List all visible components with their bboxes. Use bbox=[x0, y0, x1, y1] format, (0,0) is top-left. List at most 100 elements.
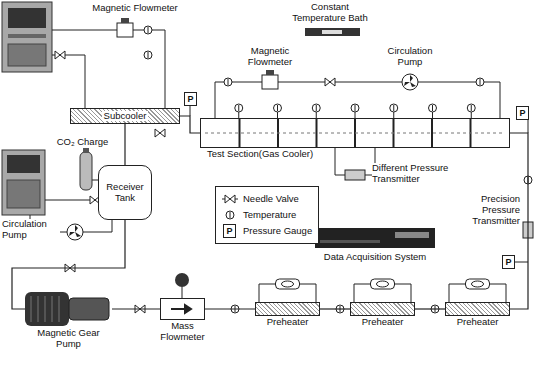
subcooler-box: Subcooler bbox=[70, 108, 180, 124]
bath-display bbox=[322, 30, 342, 34]
cell-divider bbox=[431, 119, 433, 147]
temperature-sensor-mark bbox=[228, 79, 229, 85]
pump-head bbox=[69, 298, 109, 320]
wattmeter-dial bbox=[282, 281, 294, 287]
pipe-connector bbox=[124, 124, 125, 165]
needle-valve-symbol bbox=[325, 78, 335, 86]
pipe-connector bbox=[415, 308, 445, 309]
text-holder: Receiver Tank bbox=[102, 182, 148, 204]
wattmeter-symbol bbox=[371, 279, 395, 289]
motor-fin bbox=[38, 296, 39, 322]
node-label: Preheater bbox=[253, 317, 323, 328]
legend-box: Needle ValveTemperaturePPressure Gauge bbox=[215, 186, 319, 244]
coolant-line bbox=[52, 30, 165, 108]
tube-centerline bbox=[205, 133, 505, 134]
coolant-line bbox=[83, 220, 112, 232]
temperature-sensor-mark bbox=[277, 105, 278, 111]
legend-symbol: P bbox=[222, 224, 238, 238]
text-holder: Subcooler bbox=[102, 111, 149, 122]
temperature-sensor bbox=[476, 78, 484, 86]
chiller-panel bbox=[8, 44, 46, 66]
gear-pump: Magnetic Gear Pump bbox=[25, 292, 112, 326]
caption-holder: Preheater bbox=[443, 317, 513, 328]
component-label: Different Pressure Transmitter bbox=[372, 163, 492, 185]
component-label: Data Acquisition System bbox=[305, 252, 445, 263]
temperature-sensor bbox=[351, 104, 359, 112]
chiller-panel bbox=[7, 180, 40, 208]
motor-fin bbox=[52, 296, 53, 322]
legend-row: Needle Valve bbox=[222, 191, 312, 207]
daq-panel bbox=[320, 240, 380, 243]
node-label: Preheater bbox=[348, 317, 418, 328]
wattmeter-group bbox=[259, 279, 506, 302]
gauge-tap bbox=[515, 262, 528, 263]
gear-pump-illustration bbox=[25, 292, 112, 326]
cell-divider bbox=[239, 119, 241, 147]
legend-symbol-art bbox=[222, 208, 238, 222]
pipe-connector bbox=[320, 308, 350, 309]
preheater-box: Preheater bbox=[255, 302, 320, 316]
temperature-sensor bbox=[429, 104, 437, 112]
legend-symbol bbox=[222, 208, 238, 222]
cell-dividers bbox=[201, 119, 509, 147]
pressure-gauge-symbol: P bbox=[184, 92, 197, 106]
caption-holder: Test Section(Gas Cooler) bbox=[207, 149, 313, 160]
wattmeter-symbol bbox=[466, 279, 490, 289]
gauge-tap bbox=[528, 120, 529, 133]
node-label: Magnetic Gear Pump bbox=[29, 328, 109, 350]
flow-indicator bbox=[175, 273, 189, 287]
mass-flowmeter-box: Mass Flowmeter bbox=[160, 298, 205, 320]
temperature-sensor-mark bbox=[355, 105, 356, 111]
component-label: Circulation Pump bbox=[2, 219, 60, 241]
pump-blades bbox=[69, 225, 81, 237]
temperature-sensor-mark bbox=[238, 105, 239, 111]
node-label: Test Section(Gas Cooler) bbox=[207, 149, 313, 160]
legend-row: Temperature bbox=[222, 207, 312, 223]
motor-fin bbox=[31, 296, 32, 322]
component-label: CO₂ Charge bbox=[55, 137, 110, 148]
temperature-sensor-mark bbox=[148, 27, 149, 33]
pressure-gauge-symbol: P bbox=[516, 106, 529, 120]
wattmeter-symbol bbox=[276, 279, 300, 289]
coolant-line bbox=[52, 55, 85, 108]
pressure-gauge-symbol: P bbox=[223, 224, 236, 238]
node-label: Preheater bbox=[443, 317, 513, 328]
temperature-sensor-mark bbox=[480, 79, 481, 85]
legend-text: Temperature bbox=[243, 210, 296, 221]
water-line bbox=[215, 82, 500, 118]
flowmeter-symbol bbox=[266, 70, 274, 75]
pipe-connector bbox=[180, 116, 200, 133]
data-acquisition-unit bbox=[315, 228, 435, 248]
differential-pressure-transmitter bbox=[345, 170, 365, 180]
gauge-tap bbox=[190, 105, 191, 116]
node-label: Receiver Tank bbox=[104, 182, 146, 204]
preheater-box: Preheater bbox=[350, 302, 415, 316]
temperature-sensor bbox=[224, 78, 232, 86]
component-label: Precision Pressure Transmitter bbox=[458, 194, 520, 227]
temperature-sensor-mark bbox=[432, 105, 433, 111]
caption-holder: Magnetic Gear Pump bbox=[29, 328, 109, 350]
receiver-tank: Receiver Tank bbox=[98, 165, 152, 220]
motor-fin bbox=[45, 296, 46, 322]
preheater-box: Preheater bbox=[445, 302, 510, 316]
temperature-sensor bbox=[312, 104, 320, 112]
temperature-sensor-mark bbox=[471, 105, 472, 111]
circulation-pump-symbol bbox=[67, 224, 83, 240]
temperature-sensor-group bbox=[144, 26, 532, 313]
pipe-connector bbox=[112, 308, 160, 309]
temperature-sensor bbox=[144, 51, 152, 59]
flowmeter-symbol bbox=[262, 75, 278, 89]
temperature-sensor bbox=[467, 104, 475, 112]
component-label: Constant Temperature Bath bbox=[285, 2, 375, 24]
temperature-sensor bbox=[235, 104, 243, 112]
wattmeter-dial bbox=[472, 281, 484, 287]
test-section-box: Test Section(Gas Cooler) bbox=[200, 118, 510, 148]
chiller-display bbox=[7, 155, 40, 173]
legend-text: Needle Valve bbox=[243, 194, 299, 205]
component-label: Circulation Pump bbox=[375, 46, 445, 68]
legend-row: PPressure Gauge bbox=[222, 223, 312, 239]
pump-motor bbox=[25, 292, 69, 326]
meter-stem bbox=[182, 287, 183, 298]
circulation-pump-symbol bbox=[402, 74, 418, 90]
constant-temperature-bath bbox=[305, 28, 360, 36]
